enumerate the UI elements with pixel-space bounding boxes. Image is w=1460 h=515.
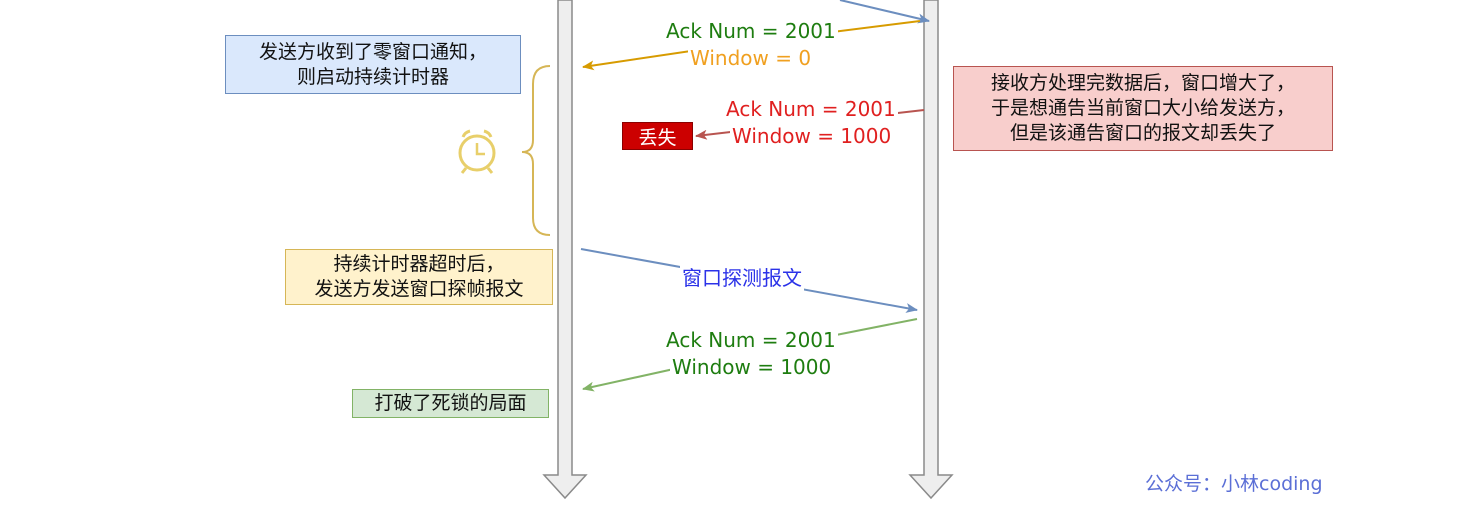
ack-final-window-label: Window = 1000: [670, 354, 834, 381]
lost-tag-text: 丢失: [638, 126, 677, 149]
note-deadlock-broken-text: 打破了死锁的局面: [374, 392, 527, 414]
note-zero-window: 发送方收到了零窗口通知， 则启动持续计时器: [225, 35, 521, 94]
ack-zero-window-size-label: Window = 0: [688, 45, 814, 72]
ack-zero-window-label: Ack Num = 2001: [664, 18, 838, 45]
alarm-clock-icon: [458, 129, 496, 174]
ack-lost-label: Ack Num = 2001: [724, 96, 898, 123]
note-timer-expired: 持续计时器超时后， 发送方发送窗口探帧报文: [285, 249, 553, 305]
note-receiver-update: 接收方处理完数据后，窗口增大了， 于是想通告当前窗口大小给发送方， 但是该通告窗…: [953, 66, 1333, 151]
ack-final-label: Ack Num = 2001: [664, 327, 838, 354]
ack-final-window-text: Window = 1000: [672, 355, 832, 379]
probe-label: 窗口探测报文: [680, 265, 804, 292]
note-zero-window-line2: 则启动持续计时器: [296, 65, 449, 88]
watermark: 公众号：小林coding: [1145, 473, 1323, 495]
ack-final-ack-text: Ack Num = 2001: [666, 328, 836, 352]
note-receiver-update-line2: 于是想通告当前窗口大小给发送方，: [990, 97, 1295, 119]
ack-zero-ack-text: Ack Num = 2001: [666, 19, 836, 43]
ack-zero-window-text: Window = 0: [690, 46, 812, 70]
ack-lost-window-text: Window = 1000: [732, 124, 892, 148]
ack-lost-window-label: Window = 1000: [730, 123, 894, 150]
note-receiver-update-line1: 接收方处理完数据后，窗口增大了，: [990, 72, 1295, 94]
probe-text: 窗口探测报文: [682, 266, 802, 290]
sender-lifeline: [542, 0, 588, 500]
lost-tag: 丢失: [622, 122, 693, 150]
data-arrow-top: [839, 0, 930, 24]
receiver-lifeline: [908, 0, 954, 500]
note-timer-expired-line1: 持续计时器超时后，: [333, 253, 505, 275]
note-deadlock-broken: 打破了死锁的局面: [352, 389, 549, 418]
note-zero-window-line1: 发送方收到了零窗口通知，: [258, 40, 487, 63]
note-timer-expired-line2: 发送方发送窗口探帧报文: [314, 278, 524, 300]
timer-brace: [521, 65, 551, 236]
note-receiver-update-line3: 但是该通告窗口的报文却丢失了: [1009, 122, 1276, 144]
ack-lost-ack-text: Ack Num = 2001: [726, 97, 896, 121]
